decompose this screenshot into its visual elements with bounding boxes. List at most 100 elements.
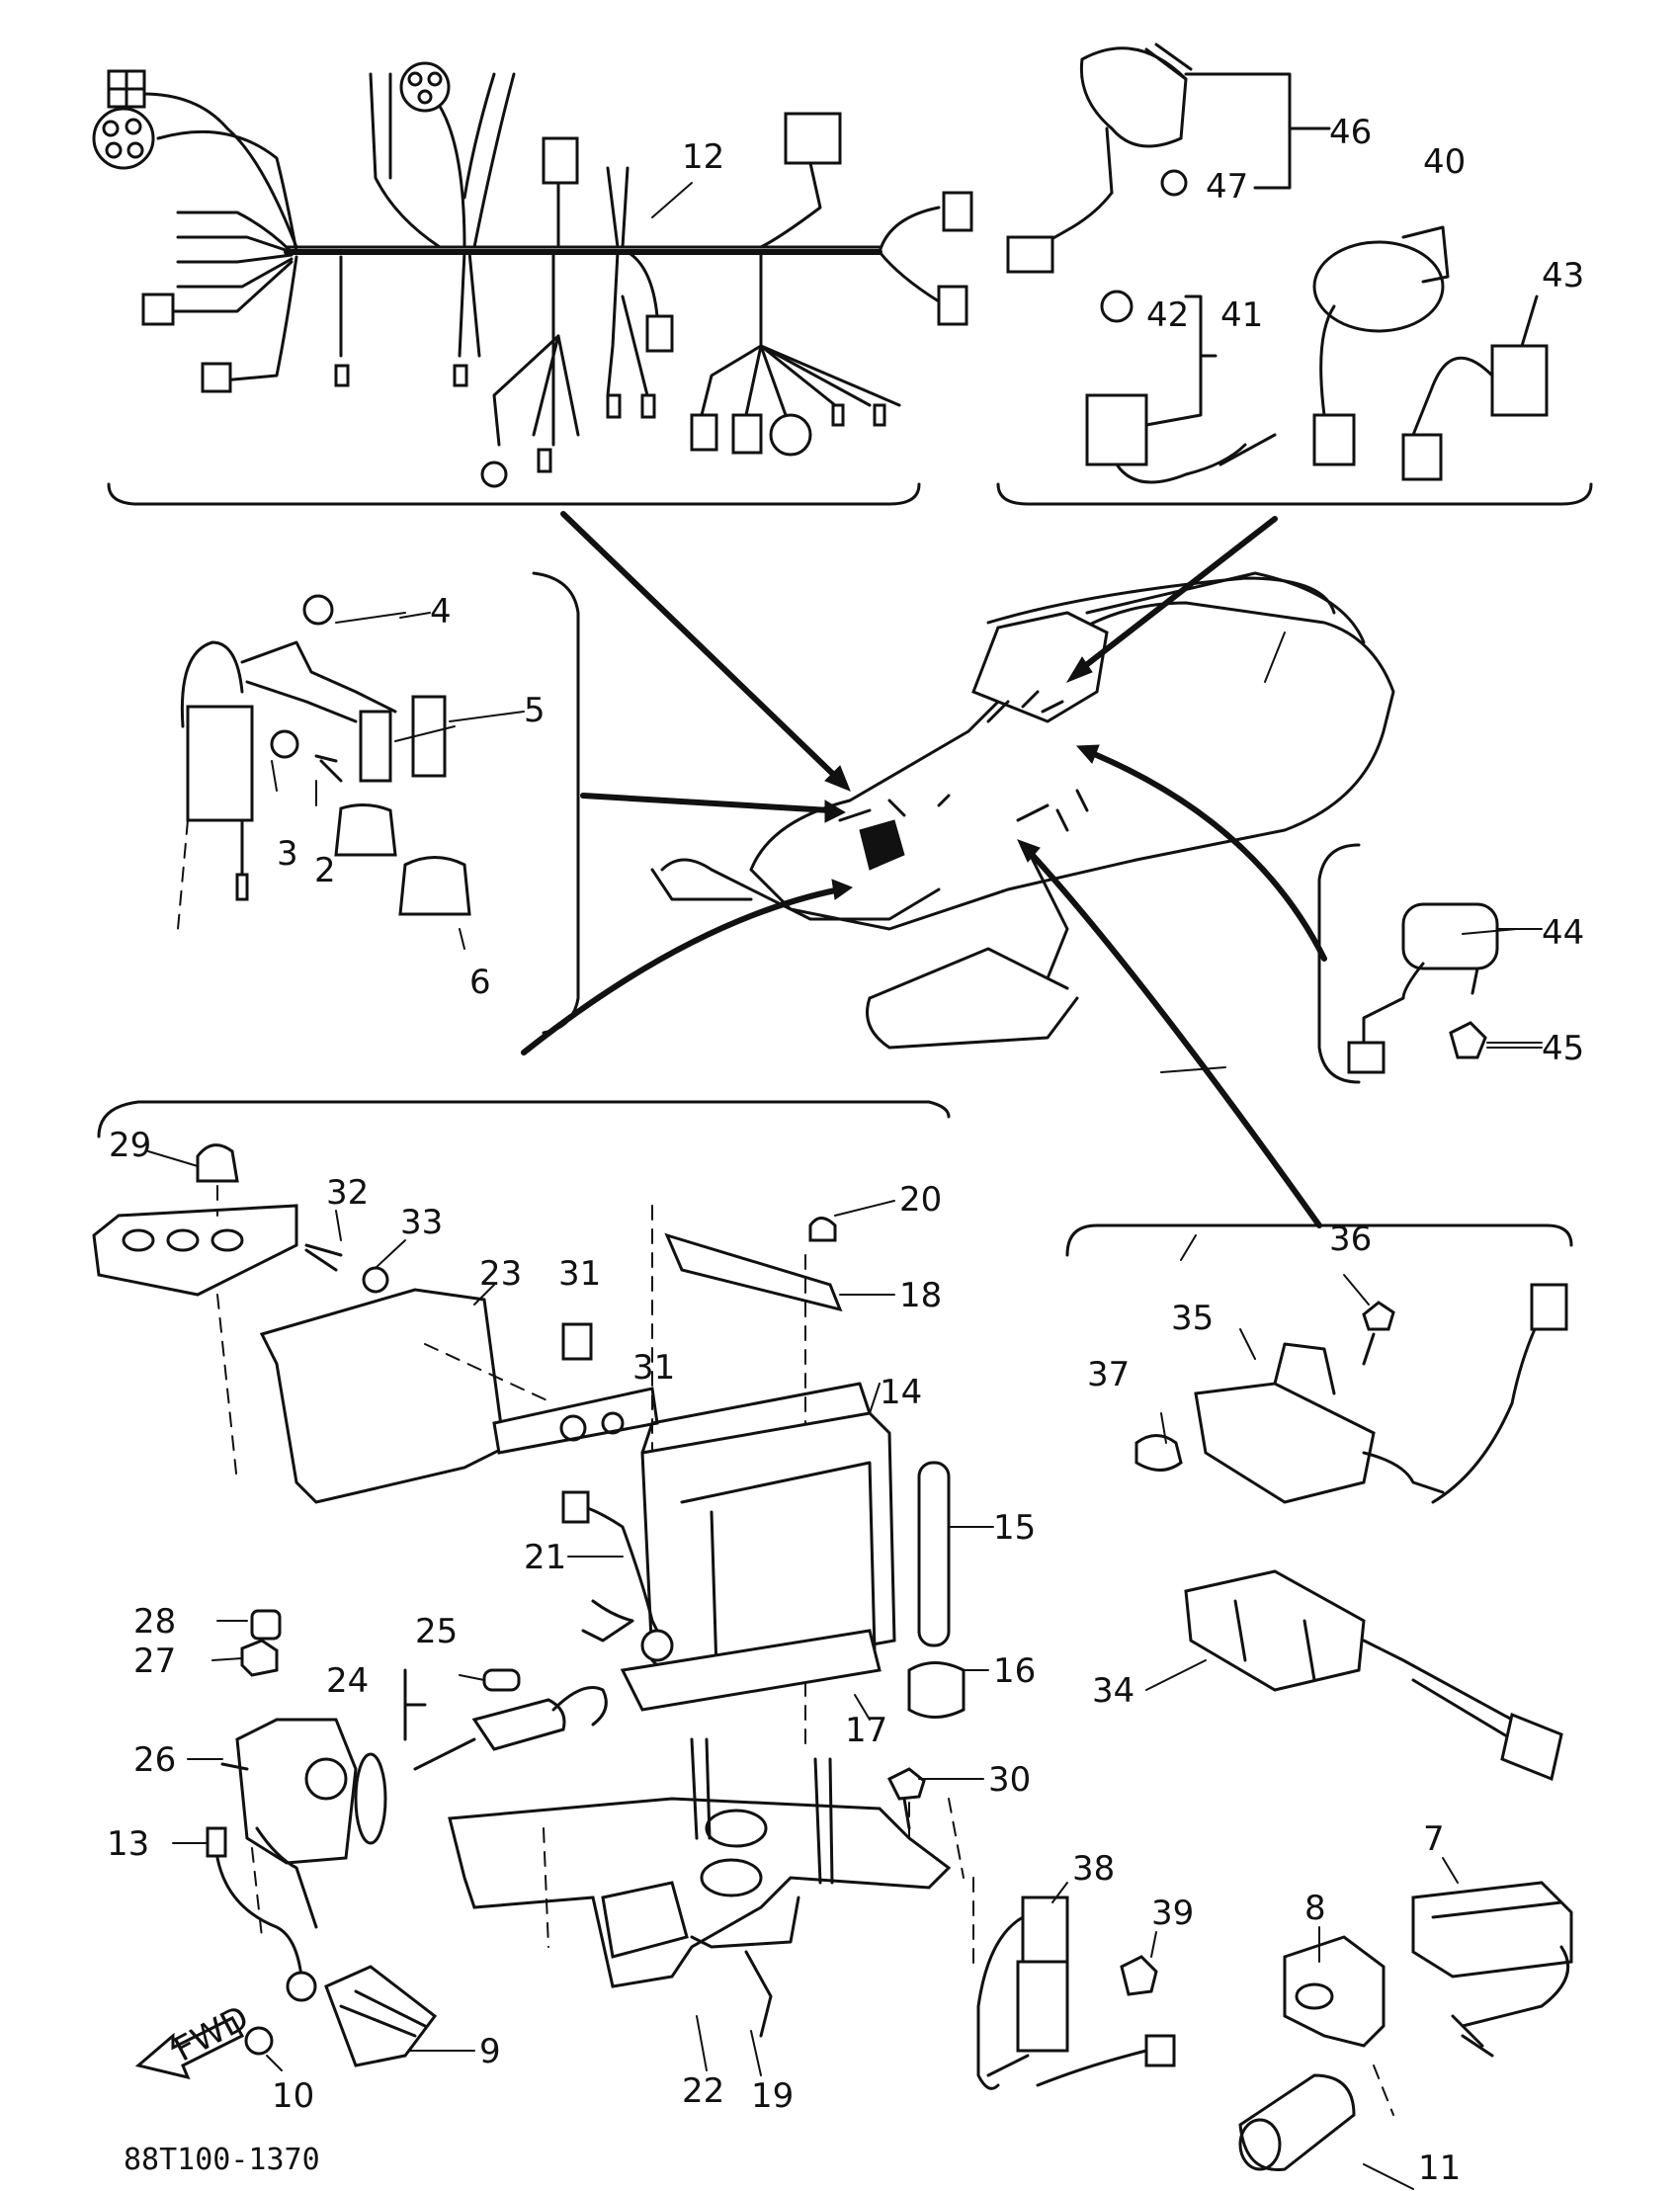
mount-block-icon [601, 1881, 689, 1959]
terminal-icon [334, 364, 350, 387]
connector-icon [1347, 1041, 1386, 1074]
callout-33: 33 [400, 1203, 443, 1242]
terminal-icon [235, 873, 249, 901]
nut-icon [270, 729, 299, 759]
terminal-icon [873, 403, 886, 427]
fuse-icon [482, 1668, 521, 1692]
snowmobile-illustration [650, 571, 1395, 1050]
cdi-unit-group [1065, 1223, 1573, 1504]
toggle-switch-icon [1490, 344, 1549, 417]
nut-icon [1449, 1021, 1487, 1059]
callout-44: 44 [1542, 913, 1584, 953]
ignitor-group [1238, 1881, 1573, 2171]
callout-labels: 12 46 47 40 43 42 41 4 5 3 2 6 44 45 29 … [107, 113, 1584, 2188]
callout-41: 41 [1220, 295, 1263, 335]
battery-tray-icon [448, 1797, 952, 1988]
relay-38-group [972, 1877, 1176, 2090]
callout-27: 27 [133, 1642, 176, 1681]
bracket-plate-icon [92, 1204, 298, 1297]
callout-8: 8 [1304, 1889, 1326, 1928]
fwd-label: FWD [168, 1998, 256, 2070]
callout-21: 21 [524, 1538, 566, 1577]
ignition-coil-icon [186, 705, 254, 822]
relay-icon [1401, 902, 1499, 970]
ignitor-unit-icon [1411, 1881, 1573, 1979]
battery-group: FWD [92, 1100, 966, 2080]
nut-icon [808, 1217, 837, 1242]
windshield-panel [971, 611, 1109, 723]
spark-plug-cap-icon [302, 594, 334, 626]
battery-band-icon [492, 1387, 659, 1455]
callout-32: 32 [326, 1173, 369, 1213]
callout-18: 18 [899, 1276, 942, 1315]
callout-35: 35 [1171, 1299, 1214, 1338]
resistor-group [1184, 1569, 1563, 1782]
part-number-label: 88T100-1370 [124, 2143, 320, 2177]
callout-31b: 31 [632, 1348, 675, 1388]
bulb-icon [1160, 169, 1188, 197]
coil-icon [1238, 2073, 1356, 2171]
nut-icon [1120, 1955, 1158, 1996]
solenoid-cap-icon [354, 1752, 387, 1845]
relay-body-icon [1016, 1960, 1069, 2053]
callout-30: 30 [988, 1760, 1031, 1800]
sensor-icon [286, 1971, 317, 2002]
terminal-icon [537, 448, 552, 473]
terminal-icon [831, 403, 845, 427]
connector-icon [937, 285, 968, 326]
connector-icon [942, 191, 973, 232]
callout-26: 26 [133, 1740, 176, 1780]
ignition-coil-group [177, 571, 580, 1035]
connector-icon [480, 461, 508, 488]
washer-icon [362, 1266, 389, 1294]
terminal-icon [606, 393, 622, 419]
callout-22: 22 [682, 2071, 724, 2111]
bulb-icon [1100, 290, 1134, 323]
callout-45: 45 [1542, 1029, 1584, 1068]
callout-23: 23 [479, 1254, 522, 1294]
callout-12: 12 [682, 137, 724, 177]
cdi-cover-plate-icon [259, 1288, 506, 1504]
callout-31a: 31 [558, 1254, 601, 1294]
connector-icon [1401, 433, 1443, 481]
resistor-assembly-icon [1184, 1569, 1366, 1692]
callout-6: 6 [469, 963, 491, 1002]
callout-20: 20 [899, 1180, 942, 1220]
terminal-icon [640, 1629, 674, 1662]
round-connector-icon [399, 61, 451, 113]
callout-15: 15 [993, 1508, 1036, 1548]
callout-14: 14 [880, 1373, 922, 1412]
forward-direction-arrow: FWD [134, 1998, 256, 2080]
switch-lamp-group [996, 42, 1593, 506]
main-switch-icon [1312, 240, 1445, 333]
battery-pad-icon [620, 1629, 882, 1712]
callout-46: 46 [1329, 113, 1372, 152]
callout-3: 3 [277, 834, 298, 874]
callout-7: 7 [1423, 1819, 1445, 1859]
battery-hold-down-icon [664, 1232, 843, 1312]
relay-group [1317, 843, 1543, 1084]
connector-icon [731, 413, 763, 455]
relay-icon [1021, 1896, 1069, 1964]
spark-plug-cap-icon [411, 695, 447, 778]
pointer-arrows [521, 511, 1327, 1228]
connector-icon [561, 1490, 590, 1524]
clamp-icon [1283, 1935, 1386, 2048]
terminal-icon [453, 364, 468, 387]
nut-icon [240, 1639, 279, 1677]
connector-icon [542, 136, 579, 185]
cdi-unit-icon [1194, 1382, 1376, 1504]
connector-icon [784, 112, 842, 165]
socket-icon [1085, 393, 1148, 466]
cdi-unit-location-icon [859, 819, 905, 871]
connector-icon [645, 314, 674, 353]
nut-icon [250, 1609, 282, 1641]
callout-4: 4 [430, 592, 452, 632]
callout-36: 36 [1329, 1220, 1372, 1259]
nut-icon [561, 1322, 593, 1361]
callout-34: 34 [1092, 1671, 1134, 1711]
callout-16: 16 [993, 1651, 1036, 1691]
callout-leaders [147, 182, 1543, 2190]
callout-47: 47 [1206, 167, 1248, 207]
